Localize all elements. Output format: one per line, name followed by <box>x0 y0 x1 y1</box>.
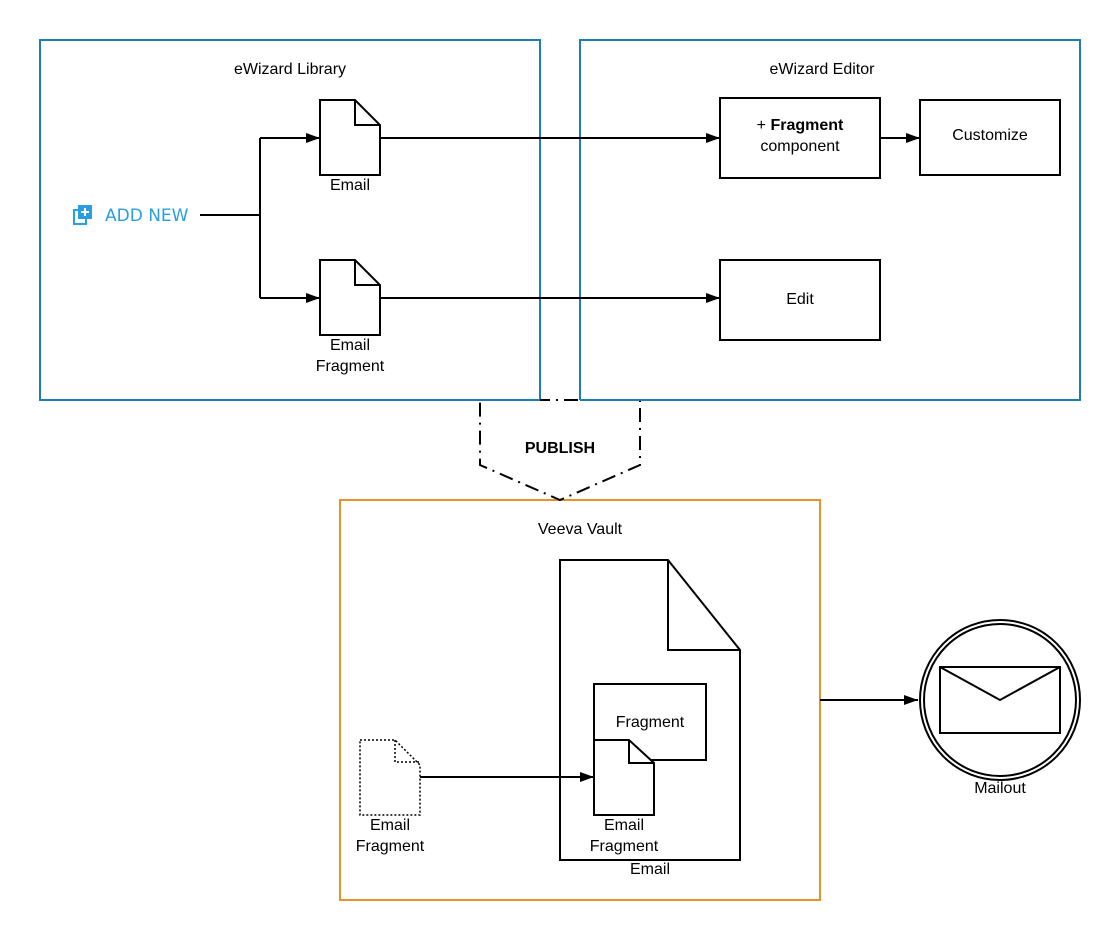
library-fragment-label-line2: Fragment <box>316 358 385 375</box>
svg-text:+ Fragment: + Fragment <box>757 117 844 134</box>
library-email-label: Email <box>330 177 370 194</box>
publish-label: PUBLISH <box>525 440 595 457</box>
publish-step: PUBLISH <box>40 399 1080 502</box>
ewizard-library-title: eWizard Library <box>234 61 346 78</box>
envelope-icon <box>939 666 1061 734</box>
edit-box[interactable]: Edit <box>719 259 881 341</box>
library-email-document[interactable]: Email <box>319 99 381 194</box>
fragment-component-line2: component <box>760 138 840 155</box>
vault-source-fragment-label-line2: Fragment <box>356 838 425 855</box>
connector-add-new-branch <box>200 138 261 298</box>
add-new-button[interactable]: ADD NEW <box>73 205 189 226</box>
fragment-component-box[interactable]: + Fragment component <box>719 97 881 179</box>
mailout-label: Mailout <box>974 780 1026 797</box>
library-fragment-label-line1: Email <box>330 337 370 354</box>
veeva-vault-title: Veeva Vault <box>538 521 623 538</box>
add-copy-icon <box>73 205 92 225</box>
vault-email-label: Email <box>630 861 670 878</box>
add-new-label: ADD NEW <box>105 206 189 226</box>
vault-inner-fragment-label-line1: Email <box>604 817 644 834</box>
vault-inner-fragment-document[interactable]: Email Fragment <box>590 739 659 855</box>
vault-source-fragment-document[interactable]: Email Fragment <box>356 739 425 855</box>
edit-label: Edit <box>786 291 814 308</box>
fragment-component-prefix: + <box>757 117 771 134</box>
customize-label: Customize <box>952 127 1028 144</box>
fragment-component-bold: Fragment <box>770 117 844 134</box>
ewizard-editor-title: eWizard Editor <box>770 61 876 78</box>
customize-box[interactable]: Customize <box>919 99 1061 176</box>
vault-inner-fragment-label-line2: Fragment <box>590 838 659 855</box>
mailout-node[interactable]: Mailout <box>919 619 1081 797</box>
library-fragment-document[interactable]: Email Fragment <box>316 259 385 375</box>
vault-source-fragment-label-line1: Email <box>370 817 410 834</box>
vault-fragment-label: Fragment <box>616 714 685 731</box>
ewizard-editor-container <box>579 39 1081 401</box>
